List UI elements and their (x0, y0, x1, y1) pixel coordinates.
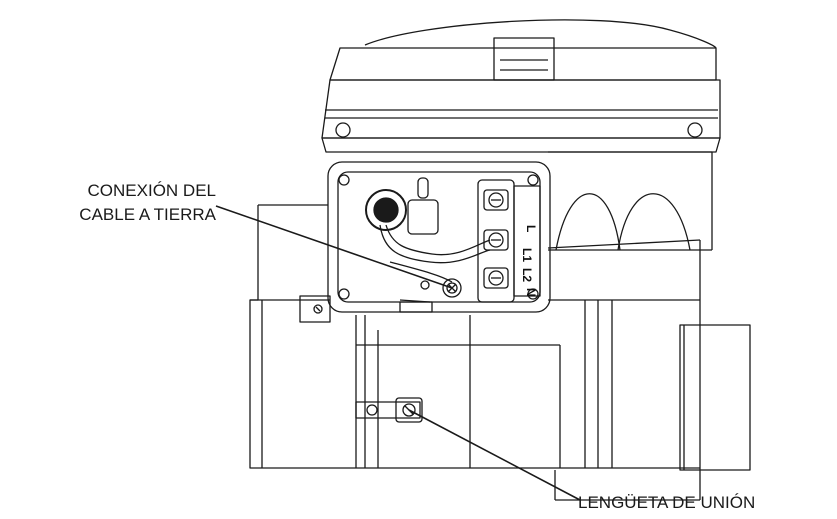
terminal-label-2: L1 (520, 248, 534, 262)
motor-housing (249, 204, 751, 501)
terminal-label-4: N (524, 288, 538, 297)
top-cover (321, 19, 721, 153)
leader-lines (215, 205, 581, 501)
ground-leader-line (215, 205, 453, 289)
terminal-block (477, 179, 541, 303)
junction-box (327, 161, 551, 313)
terminal-label-3: L2 (520, 268, 534, 282)
terminal-label-1: L (524, 225, 538, 232)
bonding-lug-label: LENGÜETA DE UNIÓN (578, 493, 756, 512)
bonding-lug (355, 397, 423, 423)
ground-connection-label-line2: CABLE A TIERRA (79, 205, 216, 224)
mounting-bracket (299, 295, 331, 323)
terminal-labels: L L1 L2 N (520, 225, 538, 297)
ground-connection-label-line1: CONEXIÓN DEL (87, 181, 216, 200)
vent-arches (548, 151, 713, 251)
bonding-leader-line (408, 409, 581, 501)
